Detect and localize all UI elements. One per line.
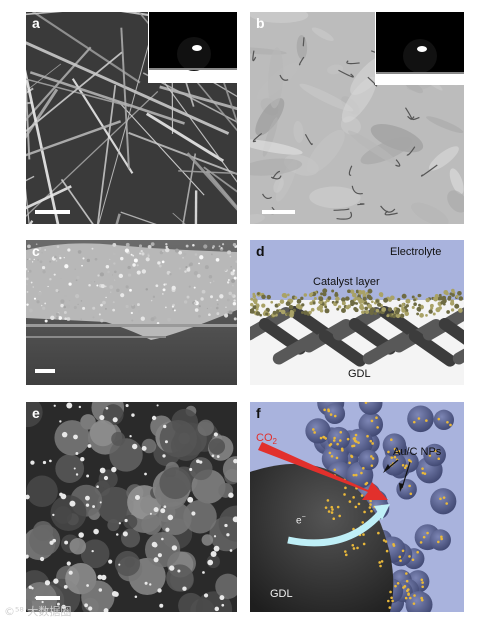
label-gdl-d: GDL	[348, 368, 371, 380]
panel-a: a	[26, 12, 237, 224]
panel-d: d Electrolyte Catalyst layer GDL	[250, 240, 464, 385]
scale-bar-c	[35, 369, 55, 373]
panel-e: e	[26, 402, 237, 612]
scale-bar-b	[262, 210, 295, 214]
panel-c: c	[26, 240, 237, 385]
panel-label-b: b	[256, 15, 265, 31]
panel-b: b	[250, 12, 464, 224]
label-co2: CO2	[256, 432, 277, 447]
panel-label-e: e	[32, 405, 40, 421]
panel-label-a: a	[32, 15, 40, 31]
label-catalyst-layer: Catalyst layer	[313, 276, 380, 288]
sem-image-cross-section	[26, 240, 237, 385]
contact-angle-inset-b	[375, 12, 464, 85]
sem-image-nanoparticles	[26, 402, 237, 612]
scale-bar-e	[36, 596, 60, 600]
label-electron: e−	[296, 514, 306, 527]
droplet-image-a	[149, 37, 237, 82]
panel-label-c: c	[32, 243, 40, 259]
panel-label-f: f	[256, 405, 261, 421]
droplet-image-b	[376, 39, 464, 84]
panel-f: f CO2 Au/C NPs e− GDL	[250, 402, 464, 612]
schematic-catalyst-layer	[250, 240, 464, 385]
contact-angle-inset-a	[148, 12, 237, 83]
schematic-co2-reduction	[250, 402, 457, 612]
label-electrolyte: Electrolyte	[390, 246, 442, 258]
label-gdl-f: GDL	[270, 588, 293, 600]
label-co2-subscript: 2	[272, 437, 277, 447]
watermark: ©⁵⁸ 大数据圈	[4, 605, 72, 618]
scale-bar-a	[35, 210, 70, 214]
label-au-c-nps: Au/C NPs	[393, 446, 442, 458]
label-electron-superscript: −	[301, 514, 306, 521]
panel-label-d: d	[256, 243, 265, 259]
